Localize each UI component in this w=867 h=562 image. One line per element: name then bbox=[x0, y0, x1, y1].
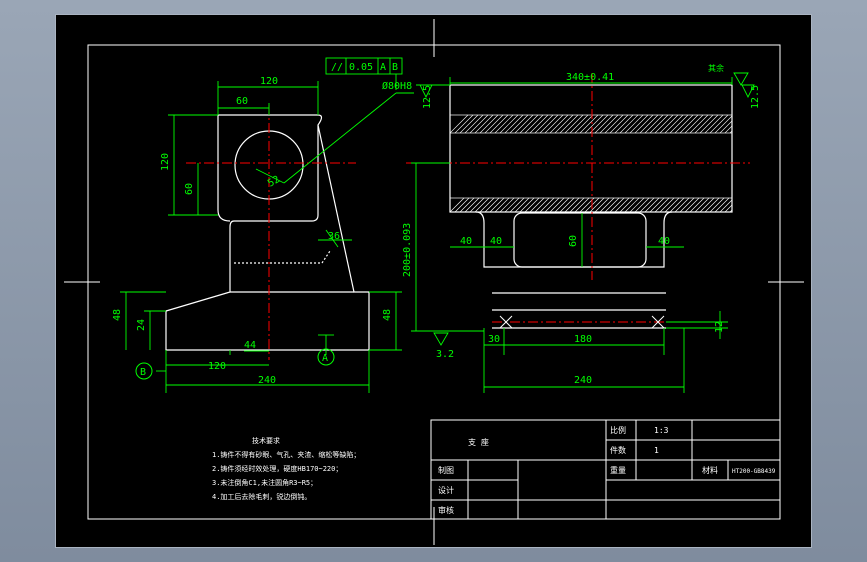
body-rect bbox=[449, 84, 733, 213]
bolt-marks bbox=[499, 315, 665, 329]
tech-line-3: 3.未注倒角C1,未注圆角R3~R5； bbox=[212, 478, 317, 487]
tech-line-4: 4.加工后去除毛刺，锐边倒钝。 bbox=[212, 492, 311, 501]
dim-120-top: 120 bbox=[260, 76, 278, 87]
tech-requirements: 技术要求 1.铸件不得有砂眼、气孔、夹渣、缩松等缺陷； 2.铸件须经时效处理，硬… bbox=[212, 436, 360, 501]
slot-rect bbox=[513, 212, 647, 268]
title-block bbox=[430, 419, 781, 520]
section-a-label: A bbox=[322, 353, 328, 364]
dim-60-height: 60 bbox=[184, 183, 195, 195]
qty-label: 件数 bbox=[610, 445, 626, 455]
datum-b-bubble bbox=[135, 362, 153, 380]
left-dimensions bbox=[120, 57, 414, 393]
dim-200: 200±0.093 bbox=[402, 223, 413, 277]
qty-value: 1 bbox=[654, 446, 659, 455]
dim-slot-60: 60 bbox=[568, 235, 579, 247]
hatch-lines bbox=[449, 114, 733, 213]
dim-120-height: 120 bbox=[160, 153, 171, 171]
support-outline bbox=[165, 114, 370, 351]
rough-bottom: 3.2 bbox=[436, 349, 454, 360]
front-dimensions bbox=[411, 72, 755, 393]
datum-b-label: B bbox=[140, 367, 146, 378]
rough-right: 12.5 bbox=[750, 85, 761, 109]
check-label: 审核 bbox=[438, 505, 454, 515]
dim-40-b: 40 bbox=[490, 236, 502, 247]
support-outline-left bbox=[217, 115, 231, 222]
section-a-bubble bbox=[317, 348, 335, 366]
dim-60-top: 60 bbox=[236, 96, 248, 107]
rib-edge bbox=[234, 250, 331, 264]
dim-radius: 52 bbox=[266, 174, 282, 190]
tech-line-2: 2.铸件须经时效处理，硬度HB170~220； bbox=[212, 464, 342, 473]
dim-30: 30 bbox=[488, 334, 500, 345]
left-centerlines bbox=[186, 105, 356, 360]
material-label: 材料 bbox=[702, 465, 718, 475]
dim-240-left: 240 bbox=[258, 375, 276, 386]
part-name: 支 座 bbox=[468, 437, 489, 447]
dim-40-a: 40 bbox=[460, 236, 472, 247]
tech-title: 技术要求 bbox=[252, 436, 280, 445]
drawing-number: HT200-GB8439 bbox=[732, 468, 776, 475]
design-label: 设计 bbox=[438, 485, 454, 495]
front-view bbox=[449, 84, 733, 329]
bore-spec: Ø80H8 bbox=[382, 80, 412, 92]
front-centerlines bbox=[406, 73, 750, 323]
rough-left: 12.5 bbox=[422, 85, 433, 109]
sheet-border bbox=[87, 44, 781, 520]
dim-40-c: 40 bbox=[658, 236, 670, 247]
dim-240-front: 240 bbox=[574, 375, 592, 386]
corner-roughness-note: 其余 bbox=[708, 63, 724, 73]
dim-120-bottom: 120 bbox=[208, 361, 226, 372]
scale-value: 1:3 bbox=[654, 426, 669, 435]
dim-rib: 36 bbox=[328, 231, 340, 242]
dim-12: 12 bbox=[714, 321, 725, 333]
dim-340: 340±0.41 bbox=[566, 72, 614, 83]
dim-48-right: 48 bbox=[382, 309, 393, 321]
tech-line-1: 1.铸件不得有砂眼、气孔、夹渣、缩松等缺陷； bbox=[212, 450, 360, 459]
dim-44: 44 bbox=[244, 340, 256, 351]
tol-value: 0.05 bbox=[349, 62, 373, 73]
drawn-label: 制图 bbox=[438, 465, 454, 475]
drawing-viewport[interactable]: 120 60 120 60 52 36 48 24 48 44 120 240 … bbox=[55, 14, 812, 548]
tol-datum-a: A bbox=[380, 62, 386, 73]
drawing-canvas: 120 60 120 60 52 36 48 24 48 44 120 240 … bbox=[64, 19, 804, 545]
tol-datum-b: B bbox=[392, 62, 398, 73]
left-view bbox=[165, 114, 370, 351]
dim-24: 24 bbox=[136, 319, 147, 331]
scale-label: 比例 bbox=[610, 425, 626, 435]
tol-symbol: // bbox=[331, 62, 343, 73]
weight-label: 重量 bbox=[610, 465, 626, 475]
dim-48-left: 48 bbox=[112, 309, 123, 321]
dim-180: 180 bbox=[574, 334, 592, 345]
